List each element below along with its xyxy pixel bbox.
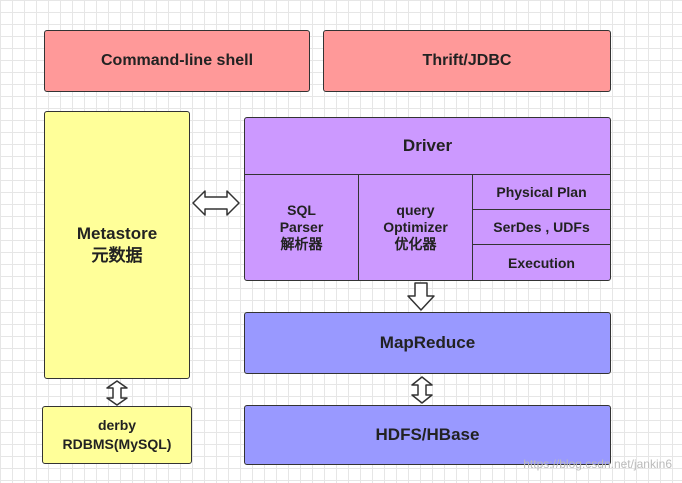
hdfs-hbase-label: HDFS/HBase (375, 425, 480, 444)
database-box: derby RDBMS(MySQL) (42, 406, 192, 464)
hdfs-hbase-box: HDFS/HBase (244, 405, 611, 465)
driver-title: Driver (245, 118, 610, 175)
metastore-title: Metastore (76, 224, 158, 243)
sql-parser-cell: SQL Parser 解析器 (245, 175, 359, 280)
physical-plan-cell: Physical Plan (473, 175, 610, 210)
thrift-jdbc-label: Thrift/JDBC (422, 52, 512, 69)
metastore-subtitle: 元数据 (91, 246, 143, 265)
query-optimizer-cell: query Optimizer 优化器 (359, 175, 473, 280)
database-line-1: derby (97, 417, 137, 433)
driver-box: Driver SQL Parser 解析器 query Optimizer 优化… (244, 117, 611, 281)
command-line-shell-label: Command-line shell (100, 52, 254, 69)
driver-to-mapreduce-arrow (407, 282, 435, 311)
metastore-driver-arrow (192, 190, 240, 216)
database-line-2: RDBMS(MySQL) (62, 436, 172, 452)
metastore-box: Metastore 元数据 (44, 111, 190, 379)
metastore-database-arrow (106, 380, 128, 406)
mapreduce-label: MapReduce (379, 333, 476, 352)
watermark: https://blog.csdn.net/jankin6 (523, 457, 672, 471)
execution-cell: Execution (508, 254, 575, 271)
mapreduce-hdfs-arrow (411, 376, 433, 404)
serdes-udfs-cell: SerDes , UDFs (473, 210, 610, 245)
mapreduce-box: MapReduce (244, 312, 611, 374)
command-line-shell-box: Command-line shell (44, 30, 310, 92)
thrift-jdbc-box: Thrift/JDBC (323, 30, 611, 92)
